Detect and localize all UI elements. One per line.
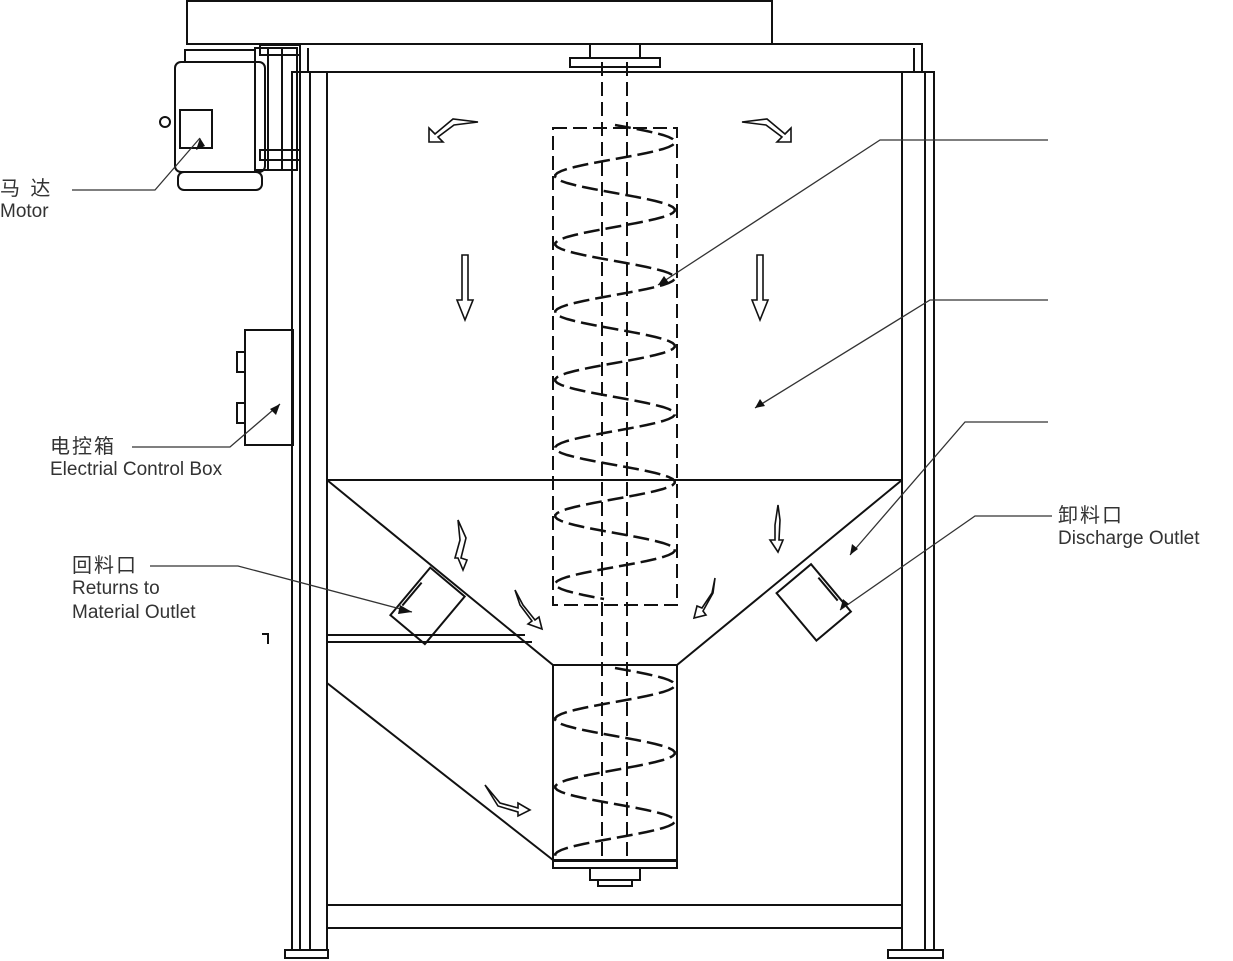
- flow-arrows: [428, 118, 792, 818]
- discharge-outlet-label-en: Discharge Outlet: [1058, 528, 1200, 549]
- left-frame: [284, 71, 329, 959]
- return-outlet-label-cn: 回料口: [72, 553, 138, 577]
- control-box-label: 电控箱 Electrial Control Box: [50, 434, 222, 482]
- motor-label: 马 达 Motor: [0, 176, 52, 224]
- discharge-outlet-icon: [775, 562, 853, 642]
- bottom-frame: [326, 904, 903, 929]
- return-outlet-label: 回料口 Returns to Material Outlet: [72, 553, 196, 625]
- return-outlet-icon: [388, 566, 467, 646]
- motor-icon: [159, 44, 301, 191]
- return-outlet-label-en2: Material Outlet: [72, 602, 196, 623]
- return-outlet-label-en1: Returns to: [72, 578, 160, 599]
- top-plate: [186, 0, 773, 45]
- discharge-outlet-label-cn: 卸料口: [1058, 503, 1124, 527]
- spiral-flight: [554, 666, 676, 859]
- spiral-flight: [554, 123, 676, 601]
- cone: [326, 479, 903, 666]
- control-box-label-cn: 电控箱: [50, 434, 116, 458]
- right-frame: [887, 71, 944, 959]
- leader-lines: [72, 137, 1052, 613]
- motor-label-en: Motor: [0, 201, 49, 222]
- control-box-label-en: Electrial Control Box: [50, 459, 223, 480]
- screw-housing: [552, 127, 678, 606]
- motor-label-cn: 马 达: [0, 176, 53, 200]
- discharge-outlet-label: 卸料口 Discharge Outlet: [1058, 503, 1200, 551]
- lower-tube: [552, 664, 678, 862]
- control-box-icon: [236, 329, 294, 446]
- screw-spiral: [554, 123, 676, 859]
